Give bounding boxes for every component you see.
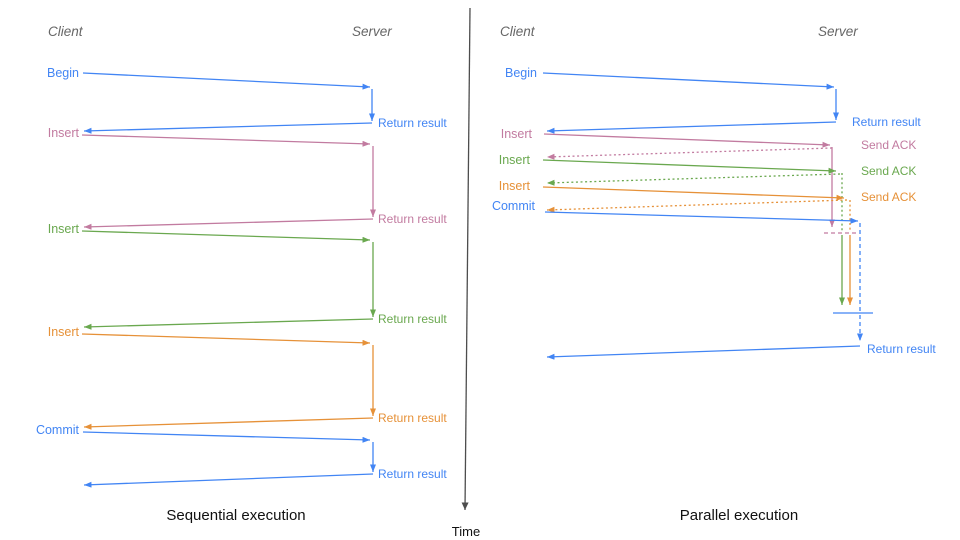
response-arrow: [546, 345, 861, 360]
return-result-label: Return result: [852, 115, 921, 129]
exchange-insert-1: Insert Return result: [48, 126, 447, 230]
response-arrow: [83, 417, 374, 430]
message-label: Commit: [36, 423, 80, 437]
message-label: Insert: [499, 179, 531, 193]
server-header: Server: [352, 24, 392, 39]
diagram-caption: Parallel execution: [680, 507, 798, 524]
request-arrow: [82, 431, 371, 443]
exchange-insert-2: Insert Return result: [48, 222, 447, 330]
exchange-commit: Commit Return result: [36, 423, 447, 488]
time-axis-line: [461, 7, 471, 511]
exchange-begin: Begin Return result: [505, 66, 921, 134]
exchange-commit: Commit Return result: [492, 199, 936, 360]
message-label: Insert: [499, 153, 531, 167]
exchange-insert-3: Insert Send ACK: [499, 179, 916, 305]
request-arrow: [81, 134, 371, 147]
request-arrow: [542, 72, 835, 90]
ack-arrow: [546, 147, 833, 160]
diagram-caption: Sequential execution: [166, 507, 305, 524]
return-result-label: Return result: [378, 467, 447, 481]
ack-arrow: [546, 199, 848, 213]
parallel-diagram: Client Server Begin Return result Insert…: [492, 24, 936, 524]
exchange-insert-2: Insert Send ACK: [499, 153, 916, 305]
message-label: Insert: [48, 222, 80, 236]
message-label: Insert: [48, 325, 80, 339]
server-header: Server: [818, 24, 858, 39]
response-arrow: [83, 318, 374, 330]
request-arrow: [544, 211, 859, 224]
response-arrow: [83, 122, 373, 134]
send-ack-label: Send ACK: [861, 138, 916, 152]
response-arrow: [83, 218, 374, 230]
return-result-label: Return result: [378, 116, 447, 130]
client-header: Client: [500, 24, 536, 39]
request-arrow: [81, 333, 371, 346]
exchange-insert-1: Insert Send ACK: [501, 127, 916, 234]
sequential-diagram: Client Server Begin Return result Insert…: [36, 24, 447, 524]
time-axis: Time: [452, 7, 480, 539]
message-label: Insert: [501, 127, 533, 141]
exchange-begin: Begin Return result: [47, 66, 447, 134]
message-label: Insert: [48, 126, 80, 140]
request-arrow: [542, 159, 837, 174]
send-ack-label: Send ACK: [861, 164, 916, 178]
request-arrow: [542, 186, 845, 201]
request-arrow: [543, 133, 831, 148]
response-arrow: [546, 121, 837, 134]
time-axis-label: Time: [452, 524, 480, 539]
message-label: Begin: [47, 66, 79, 80]
exchange-insert-3: Insert Return result: [48, 325, 447, 430]
client-header: Client: [48, 24, 84, 39]
request-arrow: [81, 230, 371, 243]
response-arrow: [83, 473, 374, 488]
message-label: Begin: [505, 66, 537, 80]
return-result-label: Return result: [378, 411, 447, 425]
message-label: Commit: [492, 199, 536, 213]
send-ack-label: Send ACK: [861, 190, 916, 204]
return-result-label: Return result: [378, 312, 447, 326]
return-result-label: Return result: [378, 212, 447, 226]
return-result-label: Return result: [867, 342, 936, 356]
request-arrow: [82, 72, 371, 90]
ack-arrow: [546, 173, 841, 186]
